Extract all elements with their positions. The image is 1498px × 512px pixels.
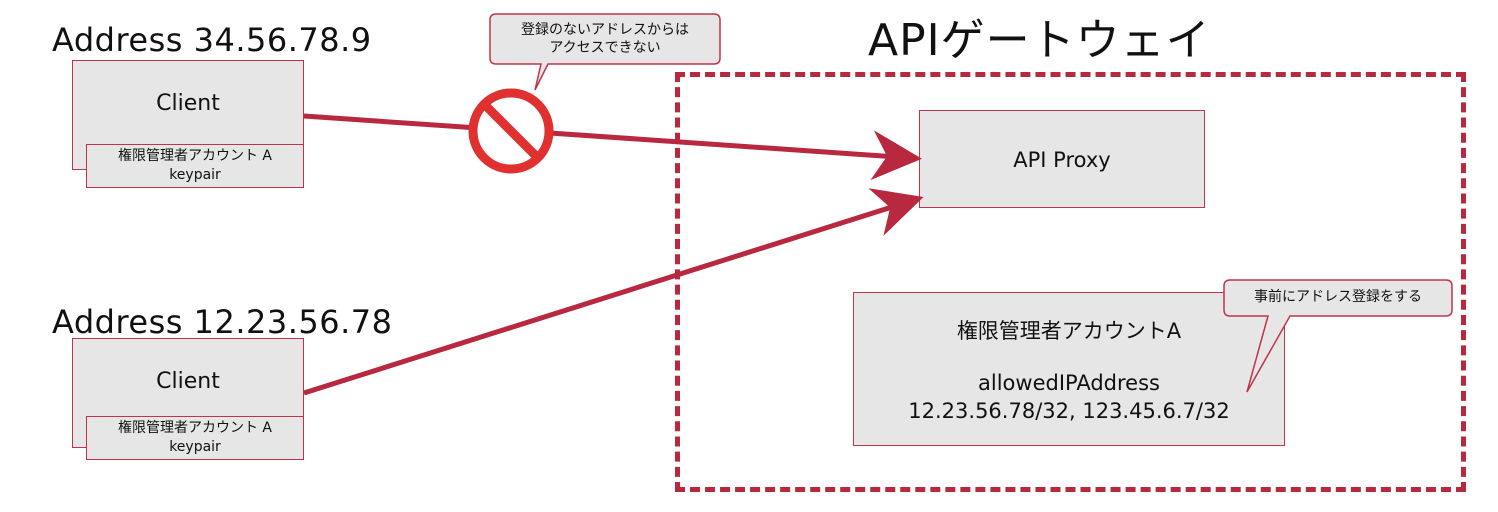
client-1-key-type: keypair xyxy=(169,167,221,183)
blocked-callout-text: 登録のないアドレスからは アクセスできない xyxy=(490,21,720,57)
account-title: 権限管理者アカウントA xyxy=(956,319,1182,343)
register-callout-bubble xyxy=(1223,279,1453,393)
client-2-keypair: 権限管理者アカウント A keypair xyxy=(86,416,304,460)
allowed-ip-label: allowedIPAddress xyxy=(978,371,1160,395)
client-2-key-type: keypair xyxy=(169,439,221,455)
register-callout-text: 事前にアドレス登録をする xyxy=(1254,289,1422,305)
client-2-label: Client xyxy=(156,369,220,394)
client-1-key-account: 権限管理者アカウント A xyxy=(117,148,273,164)
blocked-callout-bubble xyxy=(489,13,721,91)
gateway-boundary xyxy=(675,72,1466,492)
client-1-label: Client xyxy=(156,91,220,116)
allowed-ip-value: 12.23.56.78/32, 123.45.6.7/32 xyxy=(908,399,1230,423)
client-2-address: Address 12.23.56.78 xyxy=(52,303,393,341)
gateway-title: APIゲートウェイ xyxy=(868,15,1211,66)
account-config-box: 権限管理者アカウントA allowedIPAddress 12.23.56.78… xyxy=(853,292,1285,446)
client-2-key-account: 権限管理者アカウント A xyxy=(117,420,273,436)
prohibited-icon xyxy=(468,88,554,174)
api-proxy-box: API Proxy xyxy=(919,110,1205,208)
blocked-callout-line1: 登録のないアドレスからは xyxy=(521,22,689,38)
allowed-connection-arrow xyxy=(303,188,924,396)
blocked-callout-line2: アクセスできない xyxy=(549,40,661,56)
client-1-keypair: 権限管理者アカウント A keypair xyxy=(86,144,304,188)
client-1-address: Address 34.56.78.9 xyxy=(52,21,372,59)
blocked-connection-arrow xyxy=(303,113,922,181)
